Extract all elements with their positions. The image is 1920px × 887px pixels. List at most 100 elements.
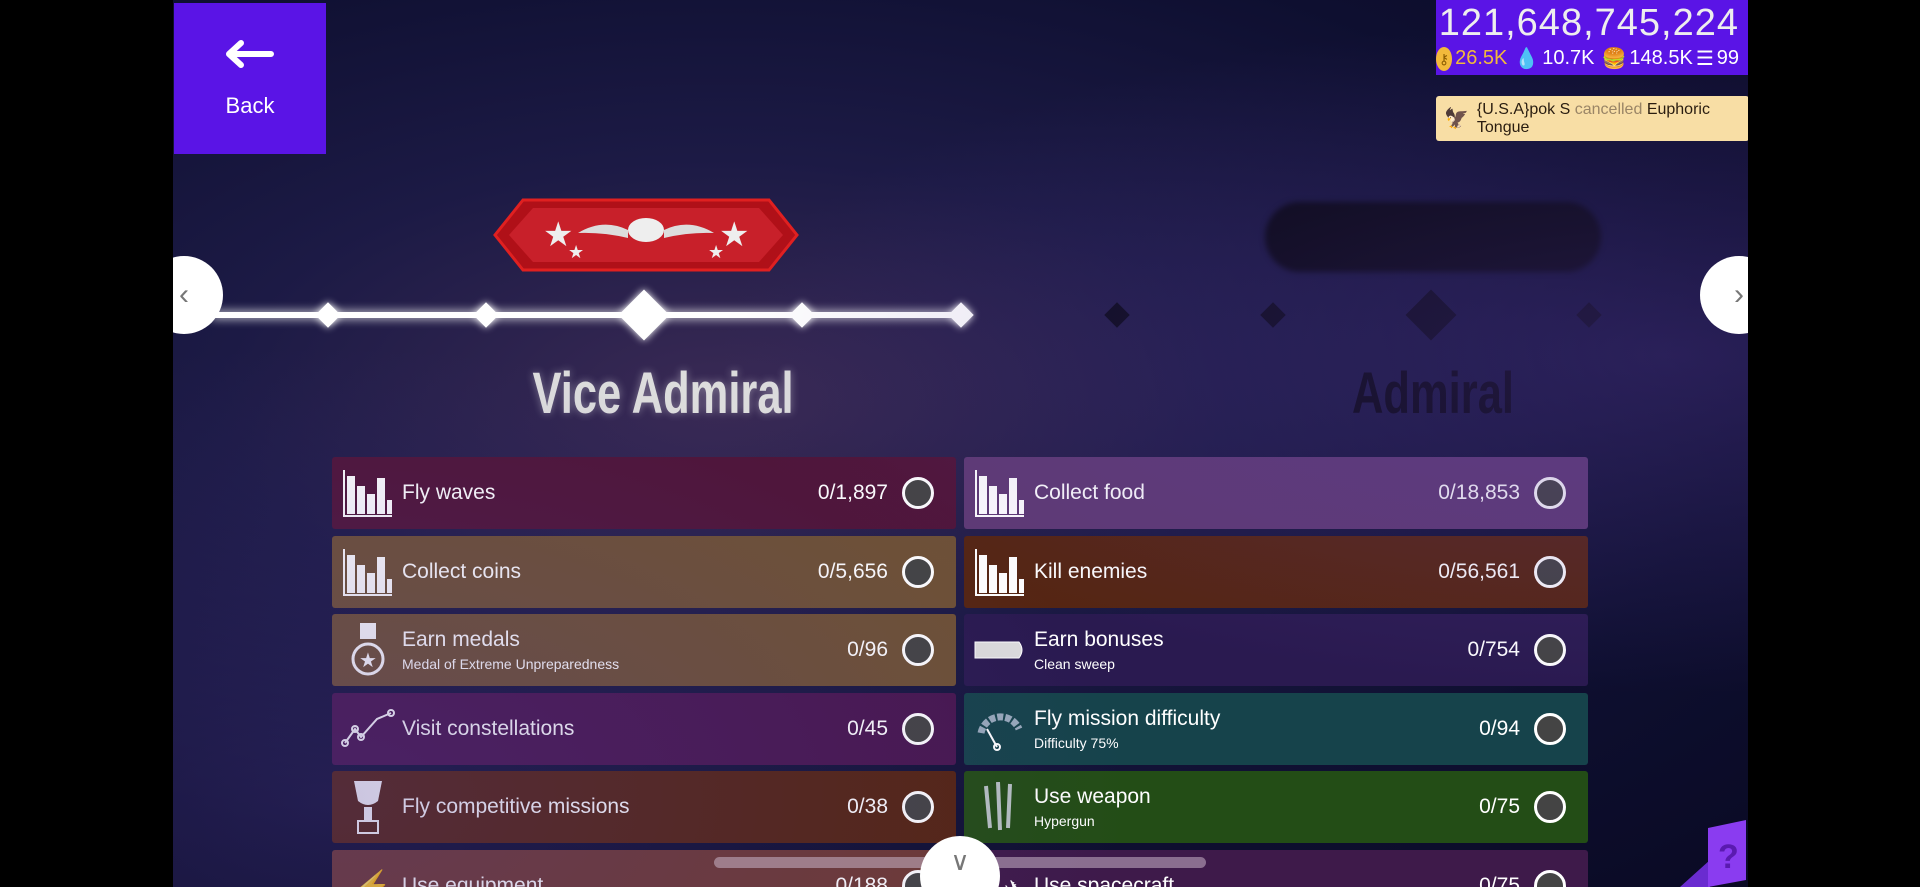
task-status-checkbox[interactable] <box>1534 555 1566 588</box>
task-progress: 0/75 <box>1479 795 1520 818</box>
task-row[interactable]: Fly mission difficulty Difficulty 75% 0/… <box>964 692 1588 765</box>
total-score: 121,648,745,224 <box>1438 2 1739 44</box>
bar-chart-icon <box>340 465 396 521</box>
task-status-checkbox[interactable] <box>902 791 934 823</box>
star-icon: ★ <box>719 216 749 254</box>
task-progress: 0/75 <box>1479 873 1520 887</box>
task-status-checkbox[interactable] <box>902 634 934 666</box>
task-progress: 0/38 <box>847 795 888 818</box>
task-name: Collect coins <box>402 559 522 583</box>
svg-text:★: ★ <box>568 242 584 262</box>
arrow-left-icon <box>226 39 274 68</box>
admiral-badge-locked <box>1265 202 1601 272</box>
task-row[interactable]: ★ Earn medals Medal of Extreme Unprepare… <box>332 614 956 686</box>
svg-text:✈: ✈ <box>1004 876 1022 887</box>
task-name: Use spacecraft <box>1034 873 1175 887</box>
task-name: Earn medals <box>402 628 520 651</box>
task-status-checkbox[interactable] <box>902 555 934 588</box>
spacecraft-icon: ✈ <box>972 858 1028 887</box>
star-icon: ★ <box>543 216 573 254</box>
task-name: Fly mission difficulty <box>1034 706 1221 730</box>
task-status-checkbox[interactable] <box>1534 477 1566 509</box>
next-rank-title: Admiral <box>1352 361 1514 426</box>
scroll-down-button[interactable]: ∨ <box>920 836 1000 887</box>
current-rank-title: Vice Admiral <box>532 361 794 426</box>
equipment-icon: ⚡ <box>340 858 396 887</box>
task-progress: 0/5,656 <box>817 559 888 583</box>
rank-marker-current[interactable] <box>618 289 670 341</box>
task-row[interactable]: Fly waves 0/1,897 <box>332 457 956 529</box>
bar-chart-icon <box>972 544 1028 600</box>
task-row[interactable]: Earn bonuses Clean sweep 0/754 <box>964 614 1588 686</box>
task-row[interactable]: Kill enemies 0/56,561 <box>964 535 1588 608</box>
back-button[interactable]: Back <box>174 3 326 154</box>
notif-action: cancelled <box>1574 100 1643 118</box>
rank-marker[interactable] <box>315 302 341 328</box>
prev-rank-button[interactable]: ‹ <box>173 256 223 334</box>
currency-panel: 121,648,745,224 ⚷ 26.5K 💧 10.7K 🍔 148.5K… <box>1436 0 1748 75</box>
rank-marker-locked[interactable] <box>1104 302 1130 328</box>
task-name: Use weapon <box>1034 785 1151 808</box>
eagle-icon: 🦅 <box>1444 108 1469 130</box>
task-name: Earn bonuses <box>1034 628 1164 651</box>
rank-marker[interactable] <box>948 302 974 328</box>
constellation-icon <box>340 701 396 757</box>
task-status-checkbox[interactable] <box>902 712 934 745</box>
task-progress: 0/96 <box>847 638 888 661</box>
help-book-icon[interactable]: ? <box>1680 820 1748 887</box>
task-row[interactable]: Use weapon Hypergun 0/75 <box>964 771 1588 843</box>
task-name: Fly waves <box>402 481 496 504</box>
bonus-icon <box>972 622 1028 678</box>
task-subtitle: Clean sweep <box>1034 656 1115 672</box>
task-row[interactable]: Collect coins 0/5,656 <box>332 535 956 608</box>
task-status-checkbox[interactable] <box>1534 869 1566 887</box>
stack-icon: ☰ <box>1695 48 1714 70</box>
chevron-right-icon: › <box>1734 278 1744 311</box>
trophy-icon <box>340 779 396 835</box>
keys-count: 26.5K <box>1455 47 1508 69</box>
task-status-checkbox[interactable] <box>1534 791 1566 823</box>
task-subtitle: Hypergun <box>1034 813 1095 829</box>
task-name: Fly competitive missions <box>402 795 630 818</box>
vice-admiral-badge: ★ ★ ★ ★ <box>493 198 799 272</box>
task-progress: 0/188 <box>835 873 888 887</box>
stack-count: 99 <box>1716 47 1739 69</box>
task-row[interactable]: Fly competitive missions 0/38 <box>332 771 956 843</box>
back-label: Back <box>225 92 275 118</box>
task-status-checkbox[interactable] <box>1534 634 1566 666</box>
rank-timeline <box>211 312 961 318</box>
task-name: Use equipment <box>402 873 544 887</box>
rank-screen: Back 121,648,745,224 ⚷ 26.5K 💧 10.7K 🍔 1… <box>173 0 1748 887</box>
task-progress: 0/45 <box>847 716 888 740</box>
drop-icon: 💧 <box>1514 48 1540 70</box>
rank-marker[interactable] <box>789 302 815 328</box>
rank-marker-locked[interactable] <box>1260 302 1286 328</box>
task-row[interactable]: ⚡ Use equipment 0/188 <box>332 849 956 887</box>
food-count: 148.5K <box>1629 47 1693 69</box>
key-icon: ⚷ <box>1436 46 1453 71</box>
notif-item: Euphoric Tongue <box>1476 100 1710 136</box>
task-progress: 0/754 <box>1467 638 1520 661</box>
task-status-checkbox[interactable] <box>902 477 934 509</box>
task-progress: 0/18,853 <box>1438 481 1520 504</box>
next-rank-button[interactable]: › <box>1700 256 1748 334</box>
chevron-left-icon: ‹ <box>179 278 189 311</box>
task-row[interactable]: Collect food 0/18,853 <box>964 457 1588 529</box>
notif-player: {U.S.A}pok S <box>1476 100 1571 118</box>
bar-chart-icon <box>340 544 396 600</box>
burger-icon: 🍔 <box>1601 48 1627 70</box>
wings-icon <box>578 224 714 238</box>
drops-count: 10.7K <box>1542 47 1595 69</box>
notification-toast: 🦅 {U.S.A}pok S cancelled Euphoric Tongue <box>1436 96 1748 141</box>
task-subtitle: Difficulty 75% <box>1034 734 1119 751</box>
chevron-down-icon: ∨ <box>950 846 970 876</box>
rank-marker[interactable] <box>473 302 499 328</box>
rank-marker-locked[interactable] <box>1405 289 1457 341</box>
task-row[interactable]: ✈ Use spacecraft 0/75 <box>964 849 1588 887</box>
task-name: Kill enemies <box>1034 559 1148 583</box>
rank-marker-locked[interactable] <box>1576 302 1602 328</box>
task-status-checkbox[interactable] <box>1534 712 1566 745</box>
task-row[interactable]: Visit constellations 0/45 <box>332 692 956 765</box>
svg-text:★: ★ <box>359 650 377 672</box>
task-name: Visit constellations <box>402 716 575 740</box>
